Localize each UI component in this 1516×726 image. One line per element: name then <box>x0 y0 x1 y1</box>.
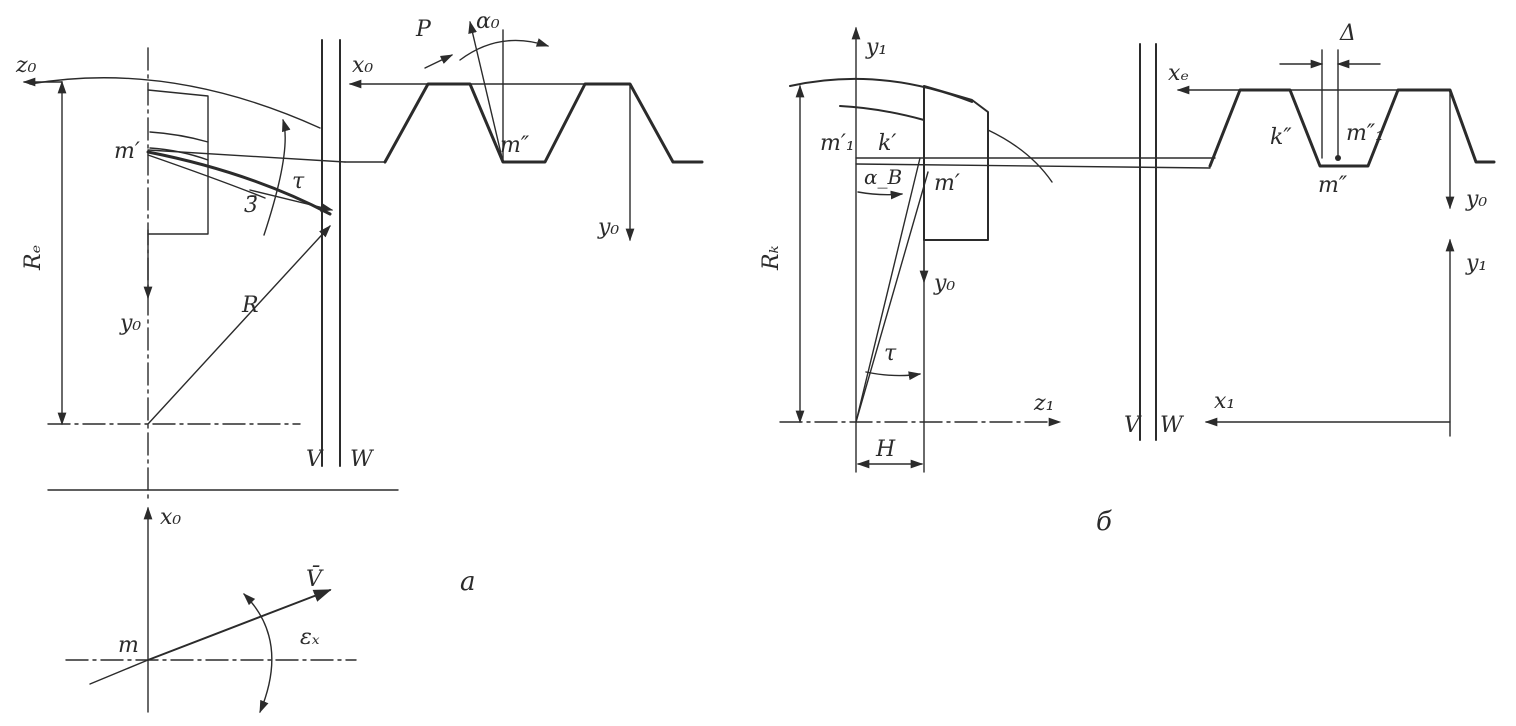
edge-inner-a <box>147 154 266 199</box>
caption-b: б <box>1096 507 1112 537</box>
inner-arc-b <box>839 105 925 121</box>
label-v-b: V <box>1124 413 1142 438</box>
label-x0-bottom: x₀ <box>160 505 181 530</box>
radius-r <box>147 225 331 425</box>
label-y0-right: y₀ <box>597 215 619 240</box>
label-s-vector: 3̄ <box>244 193 258 218</box>
label-m1-double-prime: m″₁ <box>1346 121 1384 146</box>
tau-line-2 <box>855 171 929 423</box>
tau-arc-a <box>263 118 291 236</box>
velocity-vector <box>147 589 332 661</box>
label-y0-right-b: y₀ <box>1465 187 1487 212</box>
label-p: P <box>415 17 432 42</box>
label-alpha-b: α_B <box>864 165 902 189</box>
label-y0-left: y₀ <box>119 311 141 336</box>
tau-line-1 <box>855 157 921 423</box>
label-x0-top: x₀ <box>352 53 373 78</box>
label-k-prime: k′ <box>878 131 896 156</box>
label-x1: x₁ <box>1214 389 1235 414</box>
outer-arc-b <box>789 77 973 103</box>
label-re: Rₑ <box>21 245 46 271</box>
label-w-b: W <box>1160 413 1185 438</box>
tool-edge-1 <box>149 131 209 143</box>
label-xe: xₑ <box>1168 61 1189 86</box>
label-tau-b: τ <box>884 341 897 366</box>
label-y0-mid: y₀ <box>933 271 955 296</box>
label-h: H <box>875 437 896 462</box>
label-m1-prime: m′₁ <box>820 131 855 156</box>
label-m-prime-b: m′ <box>934 171 960 196</box>
p-small-arrow <box>424 54 454 69</box>
label-z1: z₁ <box>1033 391 1054 416</box>
label-tau-a: τ <box>292 169 305 194</box>
eps-arc <box>243 593 273 714</box>
panel-b: y₁ Rₖ m′₁ k′ α_B m′ y₀ τ z₁ H V W xₑ Δ k… <box>759 21 1496 537</box>
alpha0-arc <box>459 38 550 61</box>
label-m: m <box>118 633 139 658</box>
label-r: R <box>241 293 259 318</box>
label-m-double-prime: m″ <box>500 133 530 158</box>
label-w-a: W <box>350 447 375 472</box>
panel-a: z₀ x₀ y₀ y₀ x₀ Rₑ m′ m″ R τ 3̄ P α₀ V W … <box>15 9 704 714</box>
s-vector-arrow <box>249 189 334 212</box>
thread-profile-a <box>383 82 704 164</box>
label-y1-right: y₁ <box>1465 251 1487 276</box>
label-v-a: V <box>306 447 324 472</box>
label-rk: Rₖ <box>759 245 784 271</box>
p-vector <box>468 20 504 163</box>
label-z0: z₀ <box>15 53 37 78</box>
point-m1-double-prime <box>1335 155 1341 161</box>
label-eps-x: εₓ <box>300 625 320 650</box>
tool-body-b <box>923 85 989 241</box>
projection-line-b2 <box>855 163 1211 169</box>
label-alpha0: α₀ <box>476 9 500 34</box>
label-k-double-prime: k″ <box>1270 125 1292 150</box>
tau-arc-b <box>865 371 922 381</box>
label-y1-left: y₁ <box>865 35 887 60</box>
thread-profile-b <box>1208 88 1496 168</box>
velocity-tail <box>89 659 149 685</box>
label-delta: Δ <box>1339 21 1356 46</box>
tool-arc-b <box>987 129 1053 183</box>
tool-body-a <box>147 89 209 235</box>
outer-arc-a <box>29 77 321 129</box>
alpha-b-arc <box>857 190 904 200</box>
label-v-vector: V̄ <box>306 565 324 592</box>
label-m-double-prime-b: m″ <box>1318 173 1348 198</box>
caption-a: а <box>460 567 476 597</box>
label-m-prime: m′ <box>114 139 140 164</box>
projection-line-a <box>147 149 346 163</box>
